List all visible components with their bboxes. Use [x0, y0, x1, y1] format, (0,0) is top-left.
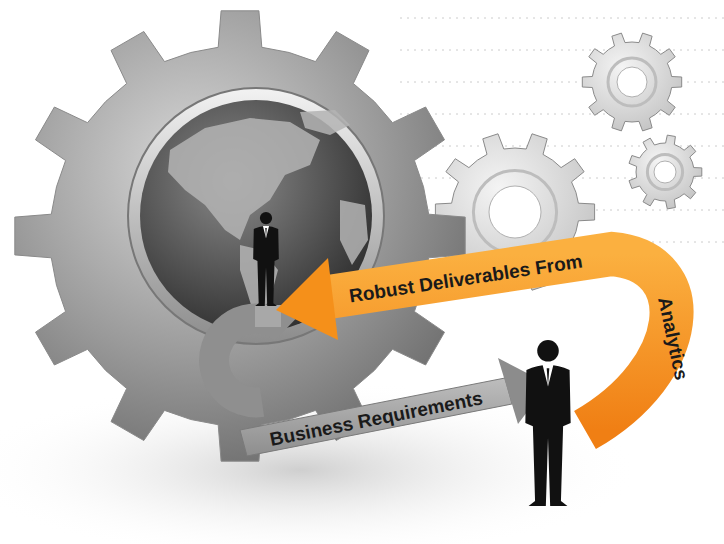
dotted-line	[400, 50, 724, 51]
gear-hole	[489, 186, 541, 238]
grey-arrow-shaft	[240, 378, 512, 456]
businessman	[525, 340, 570, 506]
businessmen	[253, 212, 570, 506]
gear-ring	[473, 170, 556, 253]
gear-hole	[617, 67, 647, 97]
orange-arrow-head	[276, 258, 338, 340]
gear-ring	[647, 154, 682, 189]
pedestal	[255, 305, 281, 327]
gears	[15, 11, 702, 461]
dotted-line	[400, 18, 724, 19]
hook	[214, 318, 285, 402]
gear-ring	[608, 58, 656, 106]
gear	[15, 11, 465, 461]
dotted-line	[400, 114, 724, 115]
gear	[629, 135, 702, 209]
businessman	[253, 212, 279, 306]
gear	[582, 33, 681, 131]
gear-hole	[654, 161, 676, 183]
